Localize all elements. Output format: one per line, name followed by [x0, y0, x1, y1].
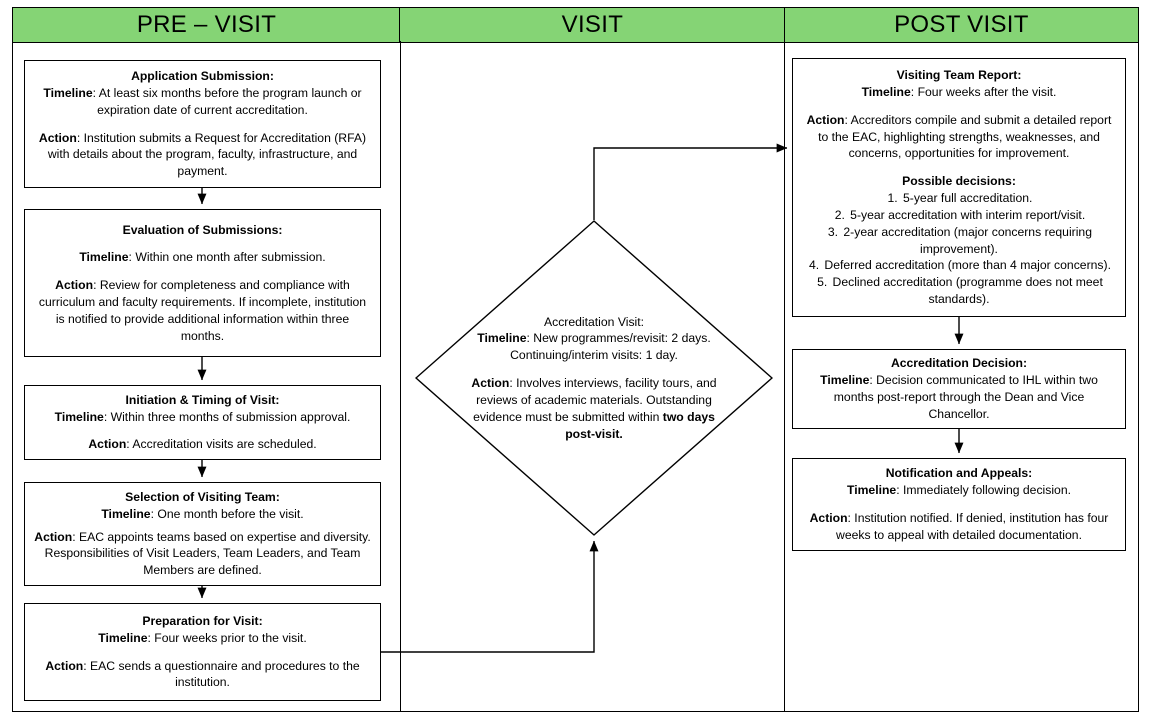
node-action: Action: Involves interviews, facility to…	[471, 376, 717, 441]
node-timeline: Timeline: Within three months of submiss…	[54, 409, 351, 424]
column-divider-pre-visit	[400, 41, 401, 712]
node-timeline-2: Continuing/interim visits: 1 day.	[510, 348, 678, 363]
node-title: Notification and Appeals:	[885, 466, 1033, 481]
node-timeline: Timeline: Four weeks prior to the visit.	[98, 630, 307, 645]
list-item: 5. Declined accreditation (programme doe…	[817, 275, 1103, 307]
node-action: Action: EAC sends a questionnaire and pr…	[45, 658, 360, 690]
list-item: 3. 2-year accreditation (major concerns …	[827, 224, 1092, 256]
node-preparation-for-visit[interactable]: Preparation for Visit: Timeline: Four we…	[24, 603, 381, 701]
column-headers: PRE – VISIT VISIT POST VISIT	[12, 7, 1139, 43]
node-action: Action: Review for completeness and comp…	[38, 278, 367, 343]
node-title: Evaluation of Submissions:	[122, 222, 283, 237]
list-item: 4. Deferred accreditation (more than 4 m…	[808, 258, 1111, 273]
header-pre-visit: PRE – VISIT	[12, 7, 401, 43]
list-item: 1. 5-year full accreditation.	[887, 191, 1033, 206]
node-timeline: Timeline: One month before the visit.	[101, 506, 304, 521]
node-visiting-team-report[interactable]: Visiting Team Report: Timeline: Four wee…	[792, 58, 1126, 317]
node-accreditation-decision[interactable]: Accreditation Decision: Timeline: Decisi…	[792, 349, 1126, 429]
node-action: Action: Accreditors compile and submit a…	[806, 112, 1112, 161]
diamond-text-block: Accreditation Visit: Timeline: New progr…	[467, 298, 721, 458]
node-evaluation-of-submissions[interactable]: Evaluation of Submissions: Timeline: Wit…	[24, 209, 381, 357]
node-title: Selection of Visiting Team:	[125, 490, 280, 504]
list-item: 2. 5-year accreditation with interim rep…	[834, 207, 1086, 222]
node-title: Accreditation Decision:	[890, 356, 1028, 371]
header-visit: VISIT	[399, 7, 786, 43]
header-post-visit: POST VISIT	[783, 7, 1139, 43]
possible-decisions-list: 1. 5-year full accreditation. 2. 5-year …	[802, 190, 1116, 308]
node-timeline: Timeline: Within one month after submiss…	[79, 250, 326, 265]
node-initiation-timing-of-visit[interactable]: Initiation & Timing of Visit: Timeline: …	[24, 385, 381, 460]
node-title: Application Submission:	[131, 69, 274, 84]
column-divider-visit-post	[784, 41, 785, 712]
node-action: Action: Accreditation visits are schedul…	[88, 437, 317, 452]
node-timeline: Timeline: New programmes/revisit: 2 days…	[477, 331, 711, 346]
node-timeline: Timeline: Immediately following decision…	[846, 483, 1071, 498]
node-title: Initiation & Timing of Visit:	[125, 393, 280, 407]
node-action: Action: EAC appoints teams based on expe…	[34, 529, 371, 578]
node-timeline: Timeline: Decision communicated to IHL w…	[820, 373, 1098, 421]
node-application-submission[interactable]: Application Submission: Timeline: At lea…	[24, 60, 381, 188]
diamond-shape	[415, 220, 773, 536]
node-action: Action: Institution submits a Request fo…	[38, 130, 367, 179]
node-accreditation-visit[interactable]: Accreditation Visit: Timeline: New progr…	[415, 220, 773, 536]
node-notification-and-appeals[interactable]: Notification and Appeals: Timeline: Imme…	[792, 458, 1126, 551]
node-timeline: Timeline: At least six months before the…	[43, 85, 362, 117]
node-action: Action: Institution notified. If denied,…	[809, 511, 1109, 542]
possible-decisions-title: Possible decisions:	[902, 174, 1016, 189]
node-title: Accreditation Visit:	[543, 314, 645, 329]
node-title: Visiting Team Report:	[896, 68, 1022, 83]
node-timeline: Timeline: Four weeks after the visit.	[861, 84, 1057, 99]
node-selection-of-visiting-team[interactable]: Selection of Visiting Team: Timeline: On…	[24, 482, 381, 586]
node-title: Preparation for Visit:	[142, 613, 263, 628]
